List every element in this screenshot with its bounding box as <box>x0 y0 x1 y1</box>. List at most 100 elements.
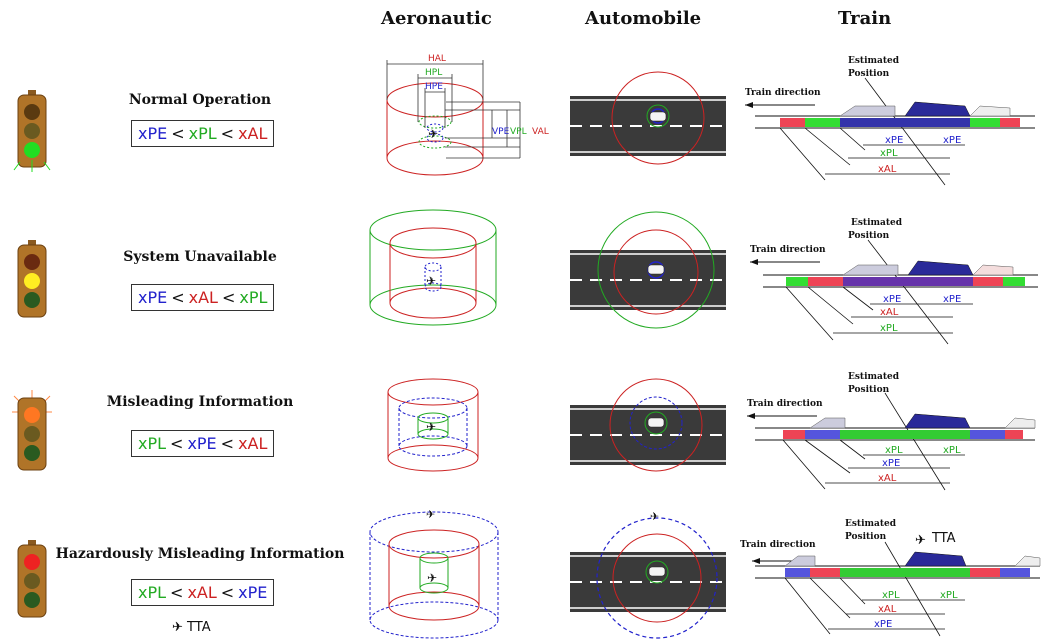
train-car-icon <box>842 264 899 276</box>
train-label-1b: xPE <box>943 135 961 146</box>
train-label-2: xPE <box>882 458 900 469</box>
train-car-icon <box>972 264 1014 276</box>
train-engine-icon <box>904 101 971 117</box>
estimated-label: Estimated <box>848 372 900 382</box>
train-label-3: xPL <box>880 323 898 334</box>
train-label-3: xPE <box>874 619 892 630</box>
row-title-hazardous: Hazardously Misleading Information <box>55 546 345 562</box>
ineq-term: xPL <box>138 434 167 453</box>
inequality-misleading: xPL<xPE<xAL <box>131 430 275 457</box>
train-label-1b: xPE <box>943 294 961 305</box>
train-diagram-hazardous: Train direction Estimated Position ✈ TTA… <box>740 519 1041 637</box>
aero-cylinder-normal: HAL HPL HPE VPE VPL VAL ✈ <box>386 54 549 176</box>
position-label: Position <box>848 69 890 79</box>
train-label-3: xAL <box>878 473 897 484</box>
estimated-label: Estimated <box>848 56 900 66</box>
hal-label: HAL <box>428 54 446 64</box>
traffic-light-red-icon <box>17 540 47 618</box>
train-diagram-normal: Train direction Estimated Position xPE x… <box>745 56 1035 186</box>
train-engine-icon <box>907 260 974 276</box>
vpe-label: VPE <box>492 127 510 137</box>
position-label: Position <box>845 532 887 542</box>
car-marker-icon: ✈ <box>650 510 659 523</box>
traffic-light-yellow-icon <box>17 240 47 318</box>
train-car-icon <box>784 555 816 567</box>
train-label-1: xPL <box>885 445 903 456</box>
train-label-1: xPE <box>883 294 901 305</box>
ineq-term: xPL <box>239 288 268 307</box>
train-label-3: xAL <box>878 164 897 175</box>
hpe-label: HPE <box>425 82 443 92</box>
position-label: Position <box>848 385 890 395</box>
header-train: Train <box>838 8 892 29</box>
aircraft-icon: ✈ <box>427 571 437 585</box>
traffic-light-green-icon <box>13 90 51 172</box>
train-direction-label: Train direction <box>745 88 821 98</box>
auto-road-misleading <box>570 378 726 472</box>
aircraft-icon: ✈ <box>915 533 926 548</box>
ineq-term: xAL <box>238 124 268 143</box>
estimated-label: Estimated <box>845 519 897 529</box>
auto-road-unavailable <box>570 211 726 329</box>
train-engine-icon <box>904 551 967 567</box>
aircraft-icon: ✈ <box>172 620 183 635</box>
ineq-term: xAL <box>238 434 268 453</box>
ineq-term: xPE <box>138 124 168 143</box>
row-title-normal: Normal Operation <box>128 92 272 108</box>
car-icon <box>648 566 666 577</box>
ineq-term: xAL <box>187 583 217 602</box>
car-icon <box>647 264 665 275</box>
train-label-1b: xPL <box>940 590 958 601</box>
inequality-normal: xPE<xPL<xAL <box>131 120 275 147</box>
val-label: VAL <box>532 127 549 137</box>
aero-cylinder-unavailable: ✈ <box>369 209 497 326</box>
aircraft-icon: ✈ <box>426 274 436 288</box>
traffic-light-orange-icon <box>12 390 52 471</box>
inequality-unavailable: xPE<xAL<xPL <box>131 284 275 311</box>
tta-label-left: ✈ TTA <box>172 620 211 635</box>
ineq-term: xPE <box>138 288 168 307</box>
train-engine-icon <box>904 413 971 429</box>
aero-cylinder-hazardous: ✈ ✈ <box>369 508 499 639</box>
train-direction-label: Train direction <box>740 540 816 550</box>
train-label-2: xPL <box>880 148 898 159</box>
ineq-term: xPL <box>138 583 167 602</box>
aero-cylinder-misleading: ✈ <box>387 378 479 472</box>
ineq-term: xPE <box>238 583 268 602</box>
position-label: Position <box>848 231 890 241</box>
train-car-icon <box>1014 555 1041 567</box>
train-label-2: xAL <box>878 604 897 615</box>
header-aeronautic: Aeronautic <box>381 8 492 29</box>
train-direction-label: Train direction <box>750 245 826 255</box>
train-diagram-unavailable: Train direction Estimated Position xPE x… <box>750 218 1038 345</box>
hpl-label: HPL <box>425 68 442 78</box>
train-car-icon <box>839 105 896 117</box>
row-title-misleading: Misleading Information <box>106 394 294 410</box>
train-label-1: xPE <box>885 135 903 146</box>
train-direction-label: Train direction <box>747 399 823 409</box>
row-title-unavailable: System Unavailable <box>123 249 277 265</box>
tta-text: TTA <box>187 620 211 635</box>
car-icon <box>649 111 667 122</box>
ineq-term: xPE <box>187 434 217 453</box>
tta-label-train: TTA <box>931 531 956 546</box>
train-diagram-misleading: Train direction Estimated Position xPL x… <box>747 372 1036 491</box>
auto-road-hazardous: ✈ <box>570 510 726 639</box>
inequality-hazardous: xPL<xAL<xPE <box>131 579 275 606</box>
train-label-2: xAL <box>880 307 899 318</box>
aircraft-icon: ✈ <box>426 508 435 521</box>
ineq-term: xAL <box>188 288 218 307</box>
car-icon <box>647 417 665 428</box>
vpl-label: VPL <box>510 127 527 137</box>
train-label-1b: xPL <box>943 445 961 456</box>
train-car-icon <box>1004 417 1036 429</box>
train-car-icon <box>969 105 1011 117</box>
train-car-icon <box>809 417 846 429</box>
header-automobile: Automobile <box>585 8 702 29</box>
aircraft-icon: ✈ <box>426 420 436 434</box>
ineq-term: xPL <box>188 124 217 143</box>
train-label-1: xPL <box>882 590 900 601</box>
estimated-label: Estimated <box>851 218 903 228</box>
aircraft-icon: ✈ <box>428 127 438 141</box>
auto-road-normal <box>570 71 726 165</box>
